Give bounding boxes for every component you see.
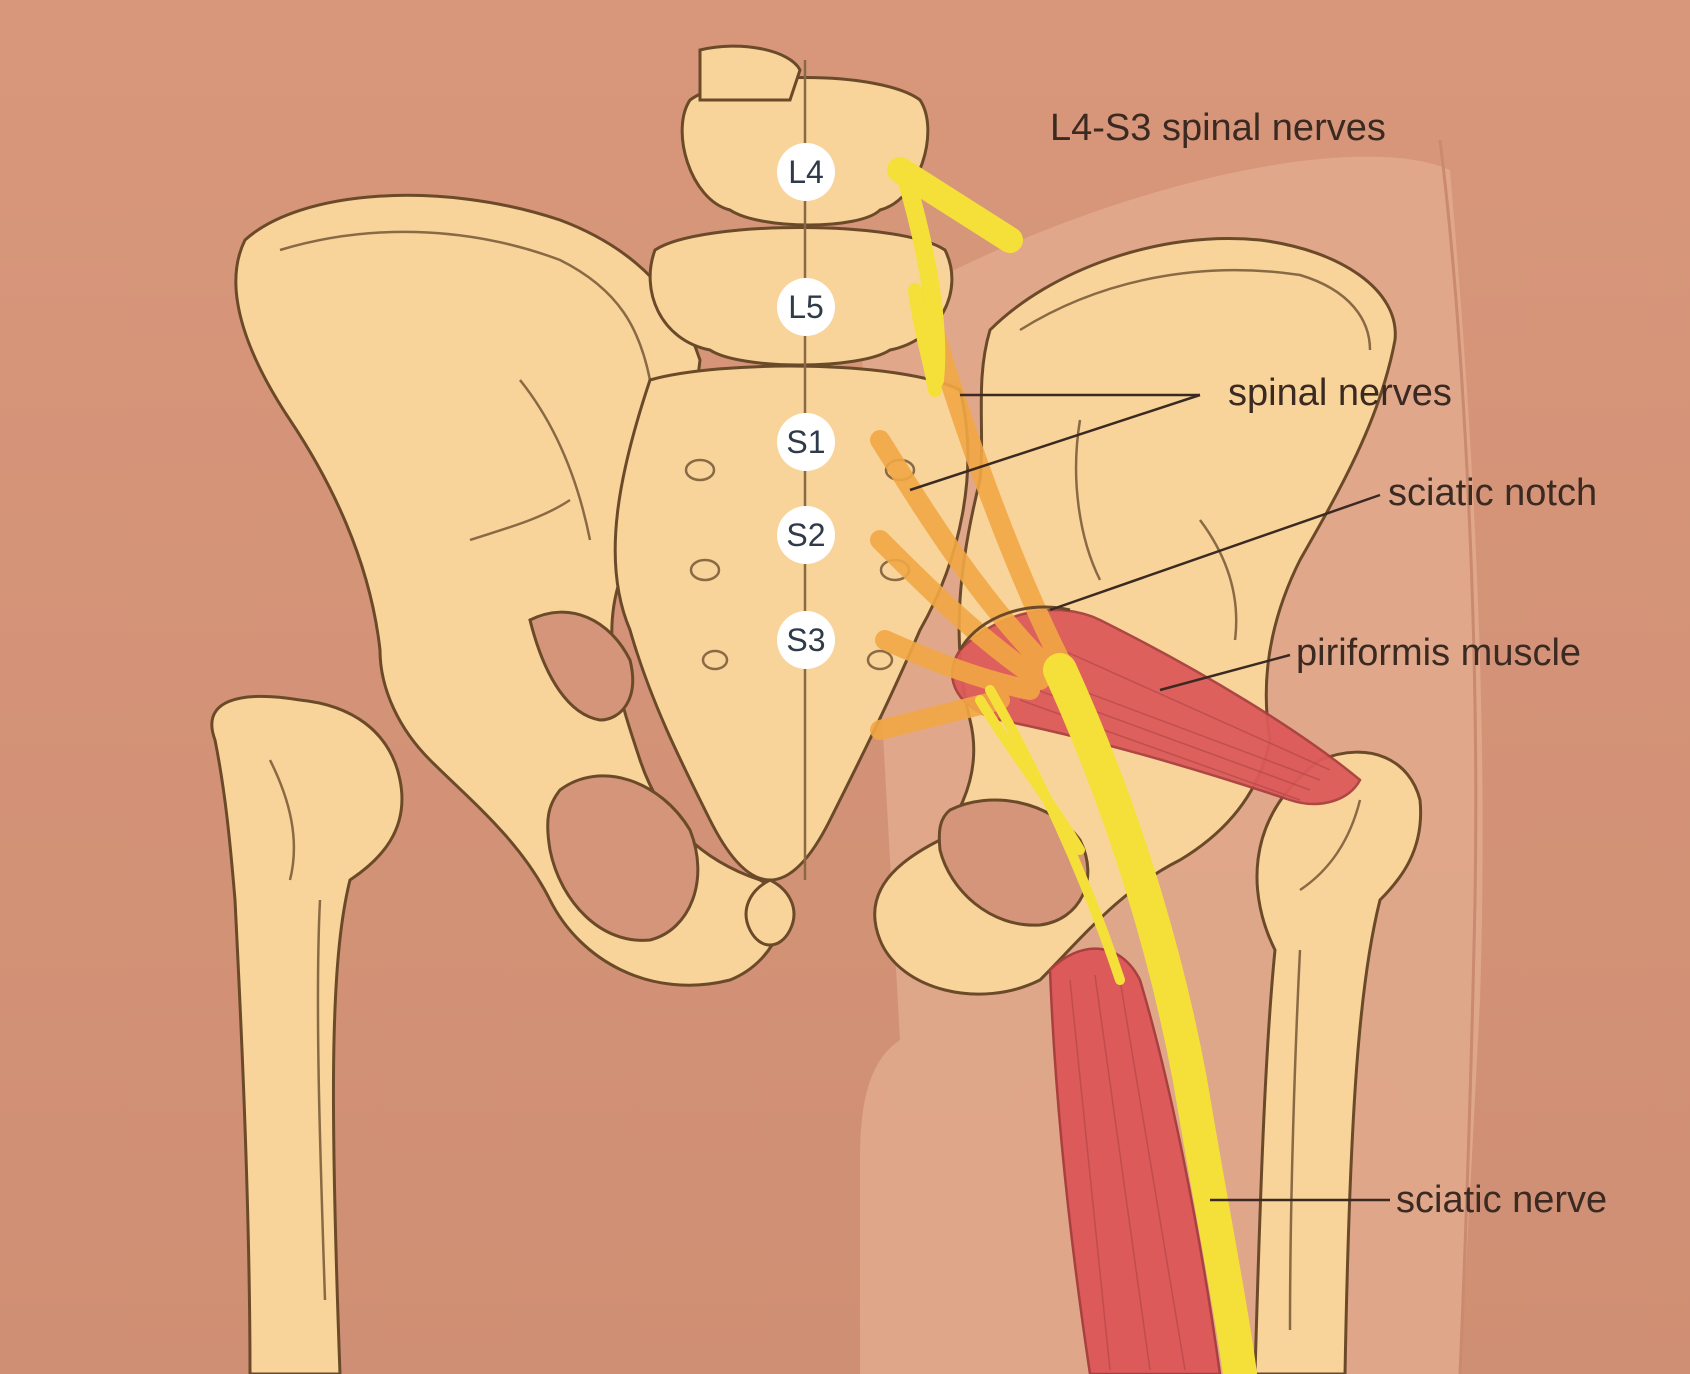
sciatic-nerve (887, 157, 1257, 1374)
hamstring-fibers (1069, 974, 1186, 1371)
svg-text:S3: S3 (786, 622, 825, 658)
label-spinal-nerves: spinal nerves (1228, 372, 1452, 414)
svg-text:S1: S1 (786, 424, 825, 460)
svg-text:S2: S2 (786, 517, 825, 553)
label-piriformis-muscle: piriformis muscle (1296, 632, 1581, 674)
hamstring-muscle (1048, 947, 1222, 1374)
label-l4-s3-spinal-nerves: L4-S3 spinal nerves (1050, 107, 1386, 149)
vertebra-badges: L4 L5 S1 S2 S3 (777, 143, 835, 669)
badge-s3: S3 (777, 611, 835, 669)
leader-lines (909, 393, 1390, 1202)
spinal-nerve-roots (870, 290, 1070, 740)
badge-s1: S1 (777, 413, 835, 471)
badge-s2: S2 (777, 506, 835, 564)
label-sciatic-notch: sciatic notch (1388, 472, 1597, 514)
left-femur (210, 694, 404, 1374)
label-sciatic-nerve: sciatic nerve (1396, 1179, 1607, 1221)
badge-l4: L4 (777, 143, 835, 201)
svg-text:L5: L5 (788, 289, 824, 325)
body-contour (1438, 139, 1478, 1374)
badge-l5: L5 (777, 278, 835, 336)
svg-text:L4: L4 (788, 154, 824, 190)
right-femur (1253, 750, 1423, 1374)
